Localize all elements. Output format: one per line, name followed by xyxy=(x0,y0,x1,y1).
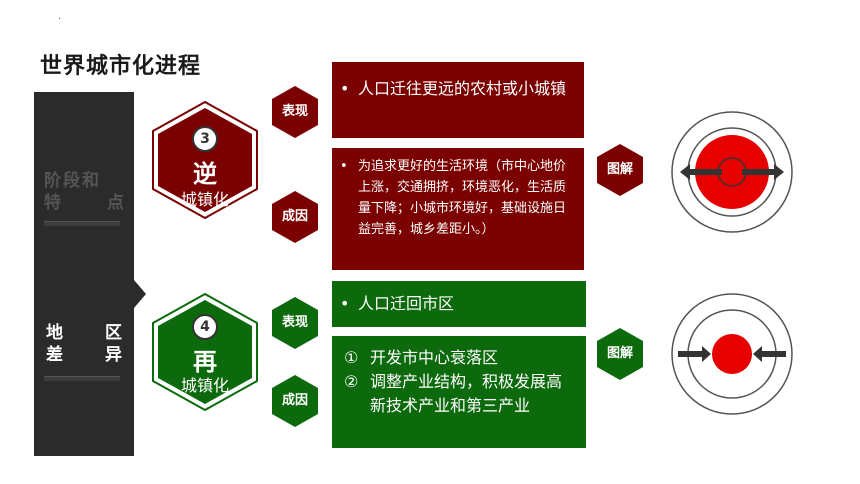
hexagon-shape xyxy=(152,100,258,220)
stage4-hexagon: 4 再 城镇化 xyxy=(150,292,260,412)
page-title: 世界城市化进程 xyxy=(40,54,202,79)
stage4-phenomenon-box: • 人口迁回市区 xyxy=(332,281,586,327)
region-difference-label: 地 区 差 异 xyxy=(46,322,122,366)
stage-label-char: 特 xyxy=(44,193,63,213)
arrow-inward-icon xyxy=(678,346,786,362)
counter-urbanization-diagram xyxy=(670,110,794,234)
stage4-cause-box: ① 开发市中心衰落区 ② 调整产业结构，积极发展高新技术产业和第三产业 xyxy=(332,336,586,448)
stage4-big-char: 再 xyxy=(193,348,217,376)
stage4-phenomenon-tag: 表现 xyxy=(271,296,319,350)
stage3-phenomenon-text: 人口迁往更远的农村或小城镇 xyxy=(358,79,567,98)
divider-line xyxy=(44,221,120,226)
stage3-cause-tag: 成因 xyxy=(271,190,319,244)
stage3-cause-box: • 为追求更好的生活环境（市中心地价上涨，交通拥挤，环境恶化，生活质量下降；小城… xyxy=(332,148,584,270)
stage3-phenomenon-box: • 人口迁往更远的农村或小城镇 xyxy=(332,62,584,138)
item-marker: ① xyxy=(344,348,359,367)
arrow-outward-icon xyxy=(680,164,784,180)
bullet: • xyxy=(340,294,350,313)
stage-feature-label: 阶段和 特 点 xyxy=(44,170,126,214)
stage4-phenomenon-text: 人口迁回市区 xyxy=(358,294,455,313)
tag-label: 表现 xyxy=(281,104,308,119)
divider-line xyxy=(44,376,120,381)
reurbanization-diagram xyxy=(670,292,794,416)
bullet: • xyxy=(340,79,350,98)
stage4-subtitle: 城镇化 xyxy=(180,376,229,395)
cause-item-text: 开发市中心衰落区 xyxy=(370,348,499,367)
region-label-char: 差 xyxy=(46,345,63,365)
sidebar xyxy=(34,92,134,456)
stage3-cause-text: 为追求更好的生活环境（市中心地价上涨，交通拥挤，环境恶化，生活质量下降；小城市环… xyxy=(358,159,567,237)
region-label-char: 区 xyxy=(105,323,122,343)
decorative-dot: · xyxy=(58,14,62,25)
tag-label: 表现 xyxy=(281,315,308,330)
tag-label: 图解 xyxy=(606,162,633,177)
region-label-char: 地 xyxy=(46,323,63,343)
stage3-phenomenon-tag: 表现 xyxy=(271,85,319,139)
stage-label-char: 点 xyxy=(107,193,126,213)
item-marker: ② xyxy=(344,372,359,391)
stage4-cause-tag: 成因 xyxy=(271,374,319,428)
tag-label: 图解 xyxy=(606,346,633,361)
tag-label: 成因 xyxy=(281,209,308,224)
tag-label: 成因 xyxy=(281,393,308,408)
stage3-hexagon: 3 逆 城镇化 xyxy=(150,100,260,220)
cause-item: ② 调整产业结构，积极发展高新技术产业和第三产业 xyxy=(344,370,574,418)
stage4-diagram-tag: 图解 xyxy=(596,327,644,381)
sidebar-pointer xyxy=(134,280,146,308)
bullet: • xyxy=(340,159,348,174)
stage4-number: 4 xyxy=(192,314,218,340)
region-label-char: 异 xyxy=(105,345,122,365)
stage3-big-char: 逆 xyxy=(193,160,217,188)
stage3-subtitle: 城镇化 xyxy=(180,190,229,209)
stage-label-line1: 阶段和 xyxy=(44,171,101,191)
stage3-diagram-tag: 图解 xyxy=(596,143,644,197)
cause-item-text: 调整产业结构，积极发展高新技术产业和第三产业 xyxy=(370,372,563,415)
cause-item: ① 开发市中心衰落区 xyxy=(344,346,574,370)
stage3-number: 3 xyxy=(192,126,218,152)
hexagon-shape xyxy=(152,292,258,412)
